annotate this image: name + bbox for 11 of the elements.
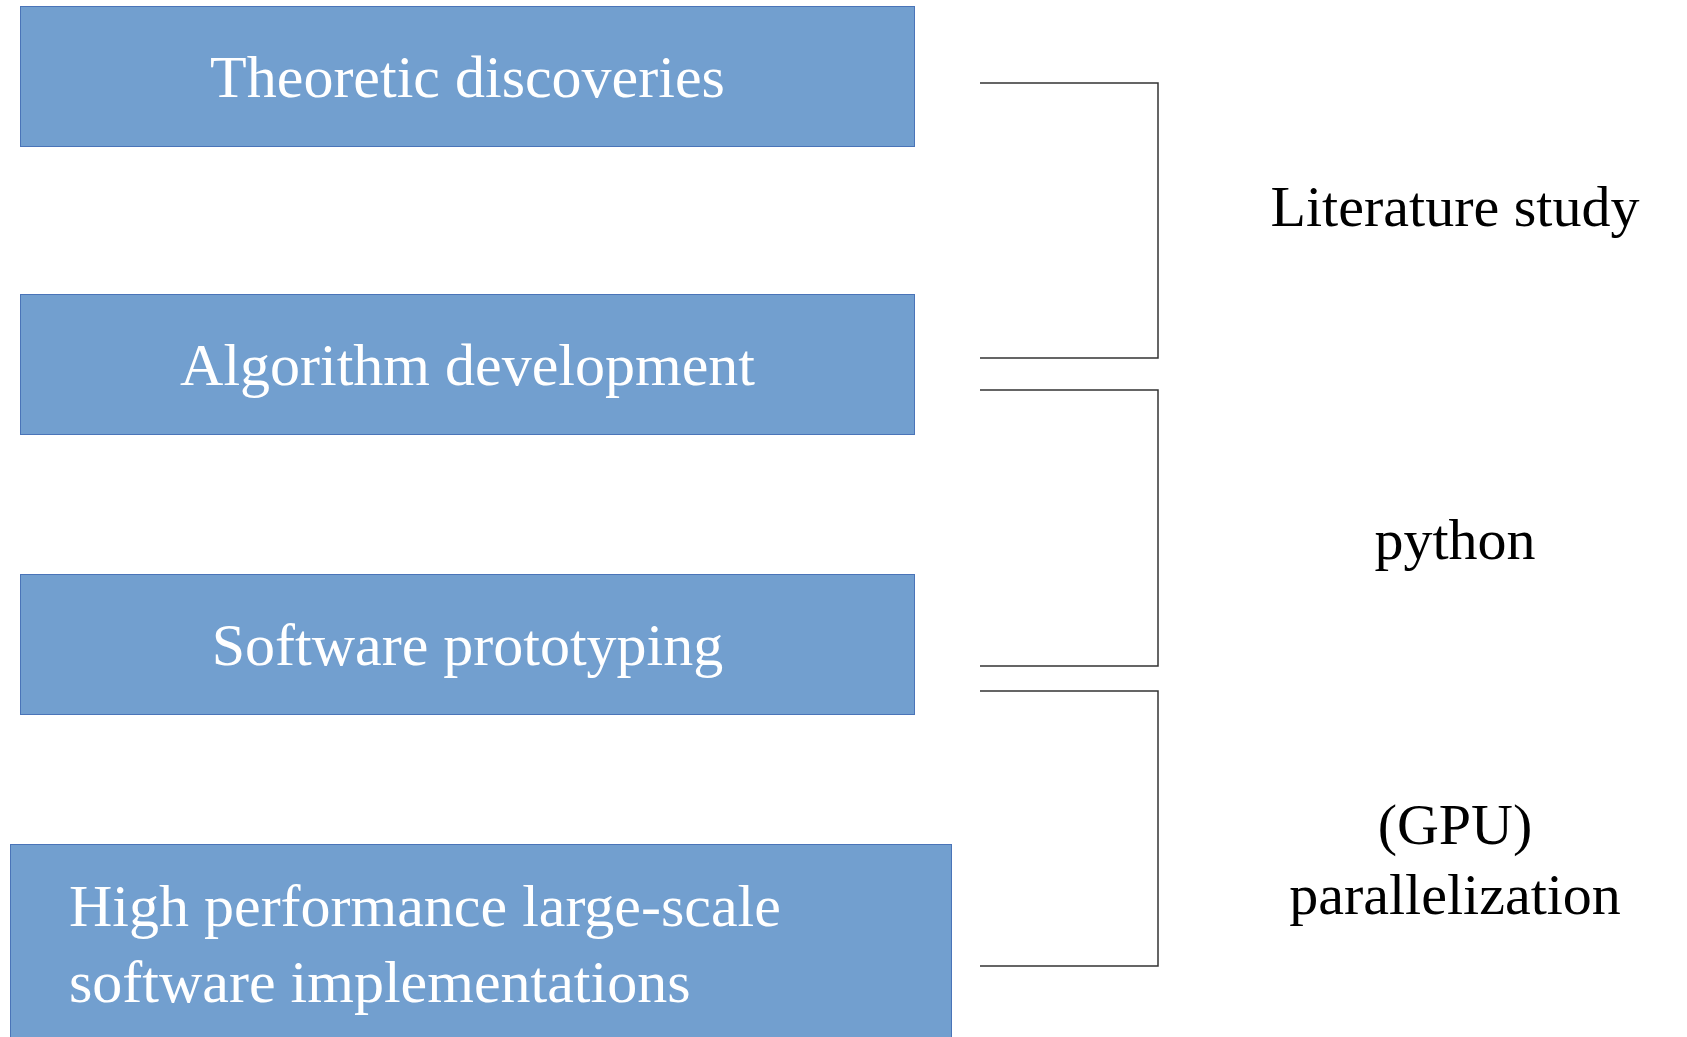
bracket-label: Literature study	[1269, 173, 1641, 241]
box-label: High performance large-scale software implementations	[69, 872, 782, 1017]
bracket-label: python	[1373, 506, 1537, 574]
bracket-label: (GPU) parallelization	[1288, 791, 1622, 929]
box-label: Theoretic discoveries	[210, 42, 725, 112]
process-box	[20, 6, 915, 147]
box-label: Algorithm development	[180, 330, 755, 400]
process-box	[20, 294, 915, 435]
process-box	[20, 574, 915, 715]
box-label: Software prototyping	[211, 610, 724, 680]
process-box	[10, 844, 952, 1037]
